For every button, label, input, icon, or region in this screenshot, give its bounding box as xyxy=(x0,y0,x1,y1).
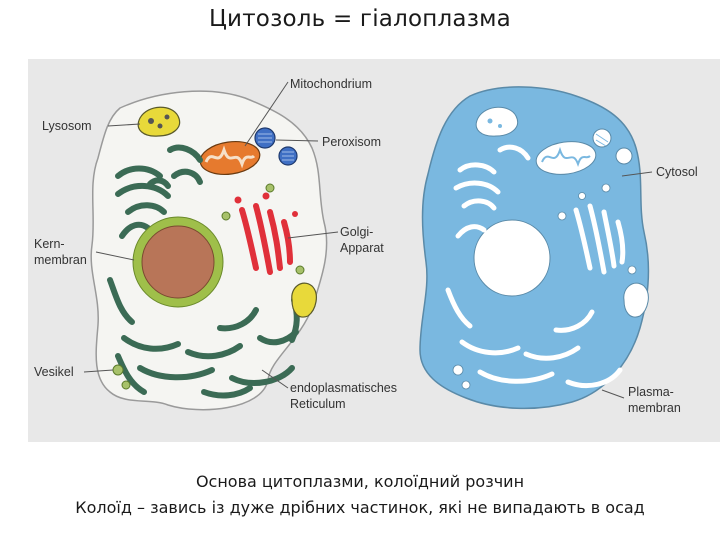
secretory-vesicle-shape xyxy=(291,282,317,318)
right-mitochondrion-shape xyxy=(535,141,597,175)
right-cell xyxy=(419,86,650,410)
label-mitochondrium: Mitochondrium xyxy=(290,77,372,91)
vesicles-left xyxy=(112,183,305,390)
organelles-right xyxy=(445,144,626,388)
label-cytosol: Cytosol xyxy=(656,165,698,179)
right-vesicle-shape xyxy=(623,282,649,318)
lysosome-shape xyxy=(137,106,181,137)
page-title: Цитозоль = гіалоплазма xyxy=(209,6,511,32)
label-golgi-2: Apparat xyxy=(340,241,384,255)
label-er-1: endoplasmatisches xyxy=(290,381,397,395)
label-kernmembran-1: Kern- xyxy=(34,237,65,251)
label-lysosom: Lysosom xyxy=(42,119,92,133)
caption-line-1: Основа цитоплазми, колоїдний розчин xyxy=(195,472,525,491)
right-nucleus-shape xyxy=(473,219,551,297)
label-kernmembran-2: membran xyxy=(34,253,87,267)
caption-line-2: Колоїд – завись із дуже дрібних частинок… xyxy=(75,498,645,517)
peroxisome-shapes xyxy=(254,127,298,166)
label-peroxisom: Peroxisom xyxy=(322,135,381,149)
nucleus-shape xyxy=(132,216,224,308)
left-cell xyxy=(90,90,328,411)
leader-lines xyxy=(83,81,653,399)
golgi-shape xyxy=(234,192,298,275)
right-lysosome-shape xyxy=(475,106,518,137)
label-golgi-1: Golgi- xyxy=(340,225,373,239)
er-shape xyxy=(107,144,300,399)
label-plasma-1: Plasma- xyxy=(628,385,674,399)
label-vesikel: Vesikel xyxy=(34,365,74,379)
label-er-2: Reticulum xyxy=(290,397,346,411)
label-plasma-2: membran xyxy=(628,401,681,415)
